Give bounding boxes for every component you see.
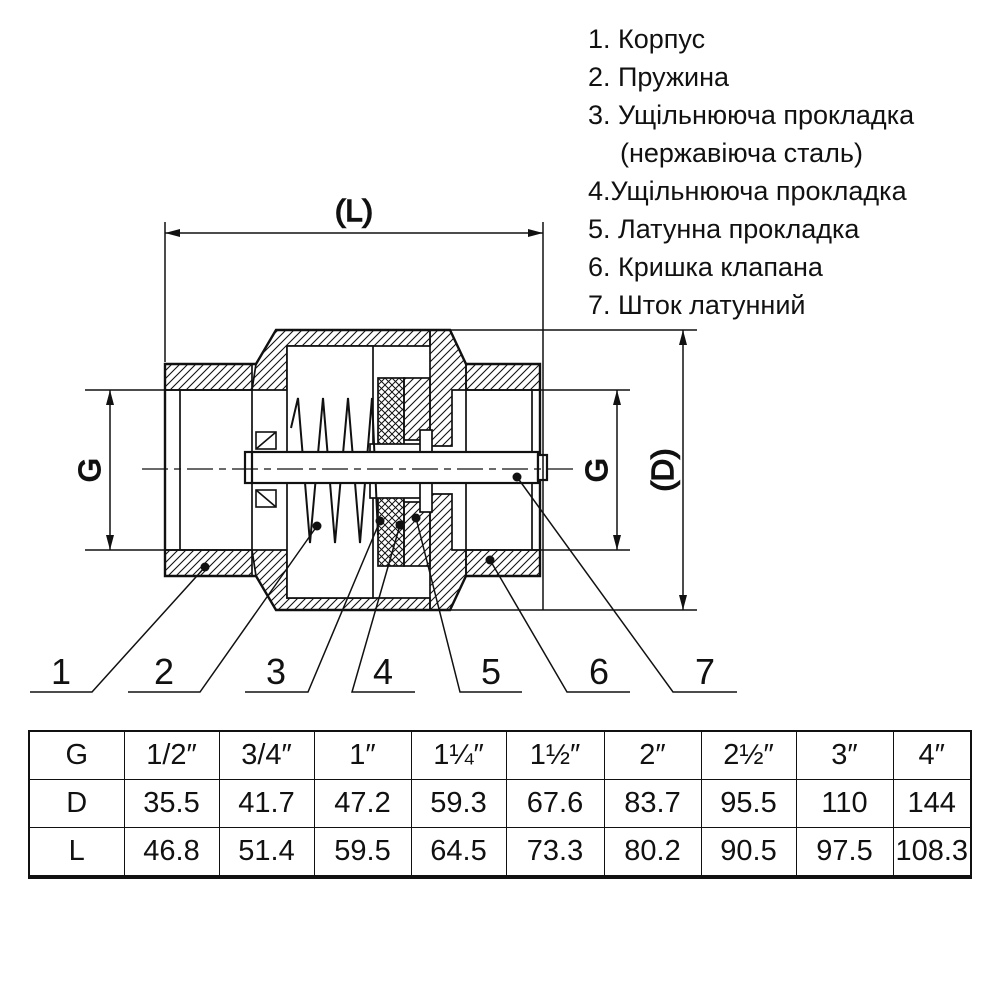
size-cell: 1″ [313, 730, 412, 780]
size-cell: 41.7 [218, 779, 315, 828]
legend-item-3: 3. Ущільнююча прокладка [588, 100, 915, 130]
size-cell: 2½″ [700, 730, 797, 780]
table-row-l: L 46.8 51.4 59.5 64.5 73.3 80.2 90.5 97.… [28, 827, 972, 878]
table-row-g: G 1/2″ 3/4″ 1″ 1¼″ 1½″ 2″ 2½″ 3″ 4″ [28, 730, 972, 780]
size-cell: 51.4 [218, 827, 315, 878]
size-cell: 4″ [892, 730, 972, 780]
spring [290, 397, 379, 544]
callout-6: 6 [589, 651, 609, 692]
leader-lines [30, 476, 737, 693]
legend-item-7: 7. Шток латунний [588, 290, 806, 320]
legend-item-4: 4.Ущільнююча прокладка [588, 176, 907, 206]
right-port-top-wall [465, 363, 541, 391]
seat-rings [403, 377, 431, 567]
dimension-length: (L) [164, 192, 544, 610]
left-port-bottom-wall [164, 549, 253, 577]
dim-g-left-label: G [72, 458, 107, 482]
dimensions: (L) G G (D) [71, 192, 697, 611]
size-cell: 83.7 [603, 779, 702, 828]
size-cell: 1½″ [505, 730, 605, 780]
size-cell: 64.5 [410, 827, 507, 878]
size-cell: 97.5 [795, 827, 894, 878]
size-cell: 67.6 [505, 779, 605, 828]
size-cell: 95.5 [700, 779, 797, 828]
table-row-d: D 35.5 41.7 47.2 59.3 67.6 83.7 95.5 110… [28, 779, 972, 828]
legend-item-1: 1. Корпус [588, 24, 706, 54]
parts-legend: 1. Корпус 2. Пружина 3. Ущільнююча прокл… [588, 20, 988, 324]
right-port-bottom-wall [465, 549, 541, 577]
legend-item-2: 2. Пружина [588, 62, 730, 92]
size-cell: 80.2 [603, 827, 702, 878]
left-port-top-wall [164, 363, 253, 391]
size-cell: 2″ [603, 730, 702, 780]
row-header-g: G [28, 730, 125, 780]
cap-flange-bottom [429, 493, 467, 611]
callout-4: 4 [373, 651, 393, 692]
size-cell: 59.5 [313, 827, 412, 878]
size-table: G 1/2″ 3/4″ 1″ 1¼″ 1½″ 2″ 2½″ 3″ 4″ D 35… [28, 730, 972, 879]
legend-item-6: 6. Кришка клапана [588, 252, 823, 282]
stem [243, 450, 549, 485]
dim-g-right-label: G [579, 458, 614, 482]
size-cell: 3″ [795, 730, 894, 780]
row-header-l: L [28, 827, 125, 878]
size-cell: 110 [795, 779, 894, 828]
size-cell: 47.2 [313, 779, 412, 828]
callout-1: 1 [51, 651, 71, 692]
dimension-d: (D) [450, 329, 697, 611]
dim-d-label: (D) [645, 448, 680, 491]
size-cell: 3/4″ [218, 730, 315, 780]
dimension-g-right: G [540, 389, 630, 551]
size-cell: 73.3 [505, 827, 605, 878]
row-header-d: D [28, 779, 125, 828]
callout-7: 7 [695, 651, 715, 692]
callout-3: 3 [266, 651, 286, 692]
size-cell: 90.5 [700, 827, 797, 878]
size-cell: 108.3 [892, 827, 972, 878]
size-cell: 1¼″ [410, 730, 507, 780]
callout-2: 2 [154, 651, 174, 692]
sealing-gaskets [377, 377, 405, 567]
legend-item-3-note: (нержавіюча сталь) [620, 138, 863, 168]
size-cell: 144 [892, 779, 972, 828]
cap-flange-top [429, 329, 467, 447]
size-cell: 1/2″ [123, 730, 220, 780]
leader-dots [200, 472, 522, 572]
size-cell: 59.3 [410, 779, 507, 828]
dimension-g-left: G [71, 389, 165, 551]
size-cell: 46.8 [123, 827, 220, 878]
spring-seat-washers [255, 431, 277, 508]
part-callouts: 1 2 3 4 5 6 7 [30, 472, 737, 693]
port-bore-lines [165, 389, 540, 551]
size-cell: 35.5 [123, 779, 220, 828]
callout-5: 5 [481, 651, 501, 692]
dim-length-label: (L) [335, 193, 373, 228]
legend-item-5: 5. Латунна прокладка [588, 214, 860, 244]
